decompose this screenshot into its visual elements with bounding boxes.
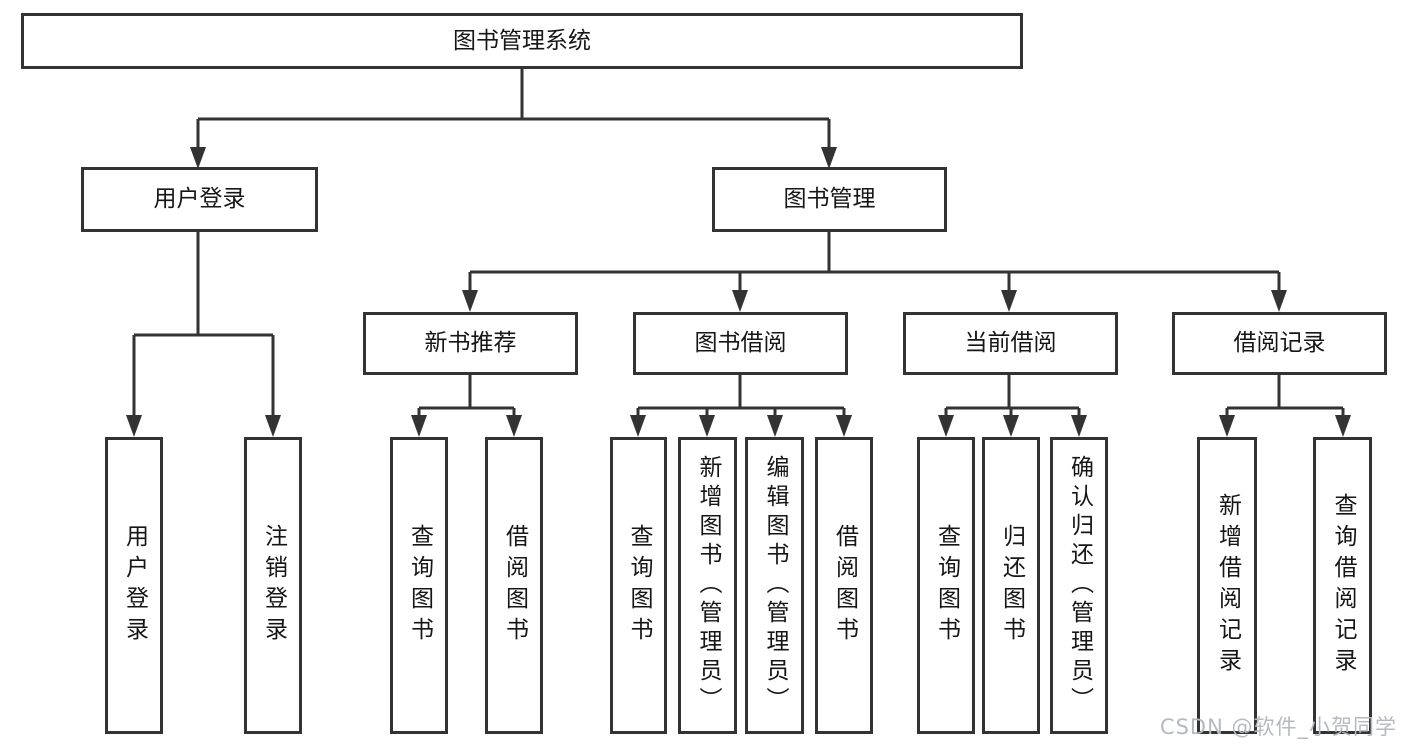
leaf-current-query-book-label: 查询图书 [933, 523, 960, 648]
node-book-management: 图书管理 [712, 167, 947, 232]
leaf-user-login-label: 用户登录 [121, 523, 148, 648]
watermark: CSDN @软件_小贺同学 [1159, 715, 1397, 739]
leaf-recommend-query-book-label: 查询图书 [406, 523, 433, 648]
node-book-borrow: 图书借阅 [633, 312, 848, 375]
leaf-current-confirm-return-admin-label: 确认归还（管理员） [1066, 455, 1093, 716]
connector-book-borrow-to-leaves [630, 375, 852, 437]
node-borrow-records-label: 借阅记录 [1233, 330, 1326, 356]
leaf-recommend-borrow-book: 借阅图书 [485, 437, 543, 734]
node-user-login-label: 用户登录 [153, 186, 246, 212]
node-book-management-label: 图书管理 [783, 186, 876, 212]
leaf-borrow-borrow-book-label: 借阅图书 [831, 523, 858, 648]
node-current-borrow: 当前借阅 [903, 312, 1118, 375]
leaf-borrow-borrow-book: 借阅图书 [815, 437, 873, 734]
node-user-login: 用户登录 [81, 167, 318, 232]
leaf-borrow-query-book: 查询图书 [610, 437, 667, 734]
node-current-borrow-label: 当前借阅 [964, 330, 1057, 356]
connector-book-management-to-level3 [462, 232, 1287, 312]
node-root: 图书管理系统 [21, 13, 1023, 69]
node-root-label: 图书管理系统 [453, 27, 591, 54]
connector-user-login-to-leaves [126, 232, 281, 437]
connector-new-book-recommend-to-leaves [411, 375, 522, 437]
connector-root-to-level2 [190, 69, 837, 169]
leaf-current-query-book: 查询图书 [917, 437, 975, 734]
node-new-book-recommend-label: 新书推荐 [424, 330, 517, 356]
node-borrow-records: 借阅记录 [1172, 312, 1387, 375]
leaf-recommend-query-book: 查询图书 [390, 437, 448, 734]
connector-borrow-records-to-leaves [1219, 375, 1351, 437]
leaf-records-add-record-label: 新增借阅记录 [1214, 492, 1241, 679]
leaf-borrow-add-book-admin: 新增图书（管理员） [678, 437, 737, 734]
leaf-logout-label: 注销登录 [260, 523, 287, 648]
leaf-current-return-book: 归还图书 [982, 437, 1040, 734]
leaf-borrow-edit-book-admin-label: 编辑图书（管理员） [762, 455, 788, 716]
leaf-current-return-book-label: 归还图书 [998, 523, 1025, 648]
leaf-user-login: 用户登录 [105, 437, 163, 734]
leaf-records-query-record-label: 查询借阅记录 [1330, 492, 1356, 679]
node-book-borrow-label: 图书借阅 [694, 330, 787, 356]
node-new-book-recommend: 新书推荐 [363, 312, 578, 375]
leaf-borrow-edit-book-admin: 编辑图书（管理员） [745, 437, 804, 734]
connector-current-borrow-to-leaves [938, 375, 1087, 437]
leaf-records-query-record: 查询借阅记录 [1313, 437, 1372, 734]
leaf-borrow-query-book-label: 查询图书 [626, 523, 652, 648]
leaf-current-confirm-return-admin: 确认归还（管理员） [1050, 437, 1108, 734]
leaf-recommend-borrow-book-label: 借阅图书 [501, 523, 528, 648]
leaf-logout: 注销登录 [244, 437, 302, 734]
leaf-borrow-add-book-admin-label: 新增图书（管理员） [695, 455, 721, 716]
leaf-records-add-record: 新增借阅记录 [1197, 437, 1257, 734]
